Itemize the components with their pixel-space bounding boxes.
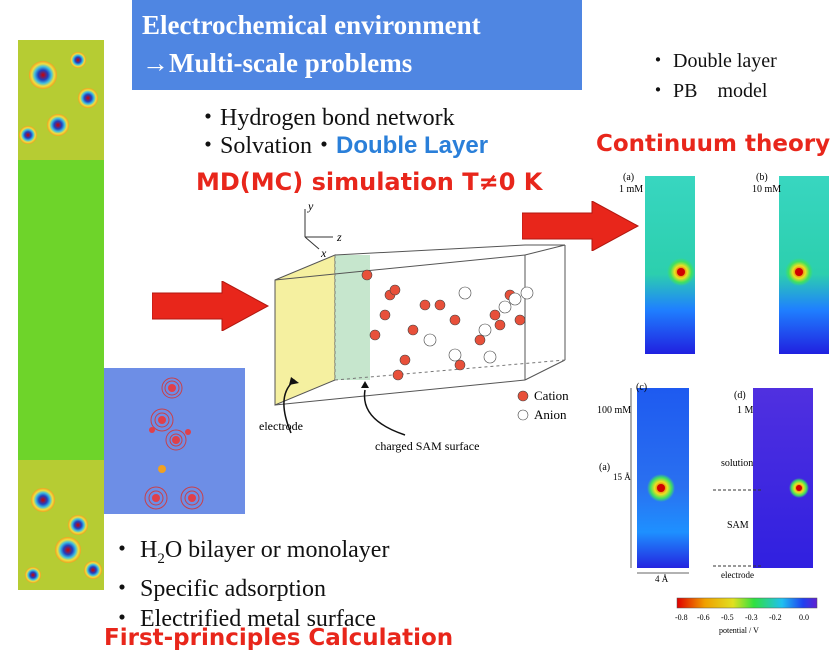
panel-c-conc: 100 mM: [597, 405, 631, 416]
ion-particles: [361, 269, 534, 381]
double-layer-highlight: Double Layer: [336, 132, 489, 159]
axis-z-label: z: [336, 230, 342, 244]
panel-d-label: (d): [734, 390, 746, 401]
panel-a2-label: (a): [599, 462, 610, 473]
continuum-heading: Continuum theory: [596, 131, 831, 157]
md-bullet-solvation: ・Solvation・Double Layer: [196, 132, 488, 160]
md-box-diagram: y z x: [259, 199, 569, 453]
legend-cation-label: Cation: [534, 388, 569, 403]
md-bullets: ・Hydrogen bond network ・Solvation・Double…: [196, 104, 488, 160]
md-bullet-hbond: ・Hydrogen bond network: [196, 105, 455, 131]
axis-x-line: [304, 236, 320, 250]
colorbar-tick: -0.2: [769, 613, 782, 622]
colorbar-tick: -0.5: [721, 613, 734, 622]
md-heading: MD(MC) simulation T≠0 K: [196, 168, 543, 196]
panel-c-label: (c): [636, 382, 647, 393]
width-label: 4 Å: [655, 574, 669, 584]
title-banner: Electrochemical environment →Multi-scale…: [132, 0, 582, 90]
pb-bullets: ・ Double layer ・ PB model: [648, 46, 777, 106]
colorbar-tick: -0.8: [675, 613, 688, 622]
arrow-to-md-icon: [152, 281, 270, 331]
fp-bullet-bilayer: ・ H2O bilayer or monolayer: [110, 535, 389, 574]
electrode-label: electrode: [259, 419, 303, 433]
axis-x-label: x: [320, 246, 327, 260]
pb-bullet-double-layer: ・ Double layer: [648, 50, 777, 72]
sam-surface-label: charged SAM surface: [375, 439, 479, 453]
sam-surface: [335, 255, 370, 380]
panel-d: [753, 388, 813, 568]
colorbar-title: potential / V: [719, 626, 759, 635]
fp-bullet-metal-surface: ・ Electrified metal surface: [110, 605, 376, 632]
panel-b-conc: 10 mM: [752, 184, 781, 195]
colorbar-tick: 0.0: [799, 613, 809, 622]
legend-anion-label: Anion: [534, 407, 567, 422]
pb-bullet-pb-model: ・ PB model: [648, 80, 768, 102]
md-bullet-solvation-text: ・Solvation・: [196, 133, 337, 159]
colorbar: [676, 597, 818, 609]
fp-bullet-bilayer-sub: 2: [157, 550, 165, 567]
md-snapshot-strip: [18, 40, 104, 590]
fp-bullets: ・ H2O bilayer or monolayer ・ Specific ad…: [110, 535, 389, 634]
panel-a-conc: 1 mM: [619, 184, 643, 195]
panel-a-label: (a): [623, 172, 634, 183]
water-cluster-image: [104, 368, 245, 514]
colorbar-tick: -0.3: [745, 613, 758, 622]
solution-label: solution: [721, 458, 753, 469]
legend-cation-marker: [517, 390, 529, 402]
title-line-1: Electrochemical environment: [142, 10, 481, 40]
panel-d-conc: 1 M: [737, 405, 754, 416]
fp-bullet-adsorption: ・ Specific adsorption: [110, 575, 326, 602]
electrode-panel-label: electrode: [721, 570, 754, 580]
fp-heading: First-principles Calculation: [104, 625, 454, 651]
scale-label: 15 Å: [613, 472, 631, 482]
pb-potential-panels: (a) 1 mM (b) 10 mM (c) 100 mM (a) 15 Å 4…: [597, 172, 829, 635]
panel-b-label: (b): [756, 172, 768, 183]
sam-label: SAM: [727, 520, 749, 531]
legend-anion-marker: [517, 409, 529, 421]
axis-y-label: y: [307, 199, 314, 213]
colorbar-tick: -0.6: [697, 613, 710, 622]
fp-bullet-bilayer-pre: ・ H: [110, 537, 158, 563]
title-line-2: →Multi-scale problems: [142, 48, 413, 78]
arrow-to-continuum-icon: [522, 201, 640, 251]
fp-bullet-bilayer-post: O bilayer or monolayer: [164, 537, 390, 563]
